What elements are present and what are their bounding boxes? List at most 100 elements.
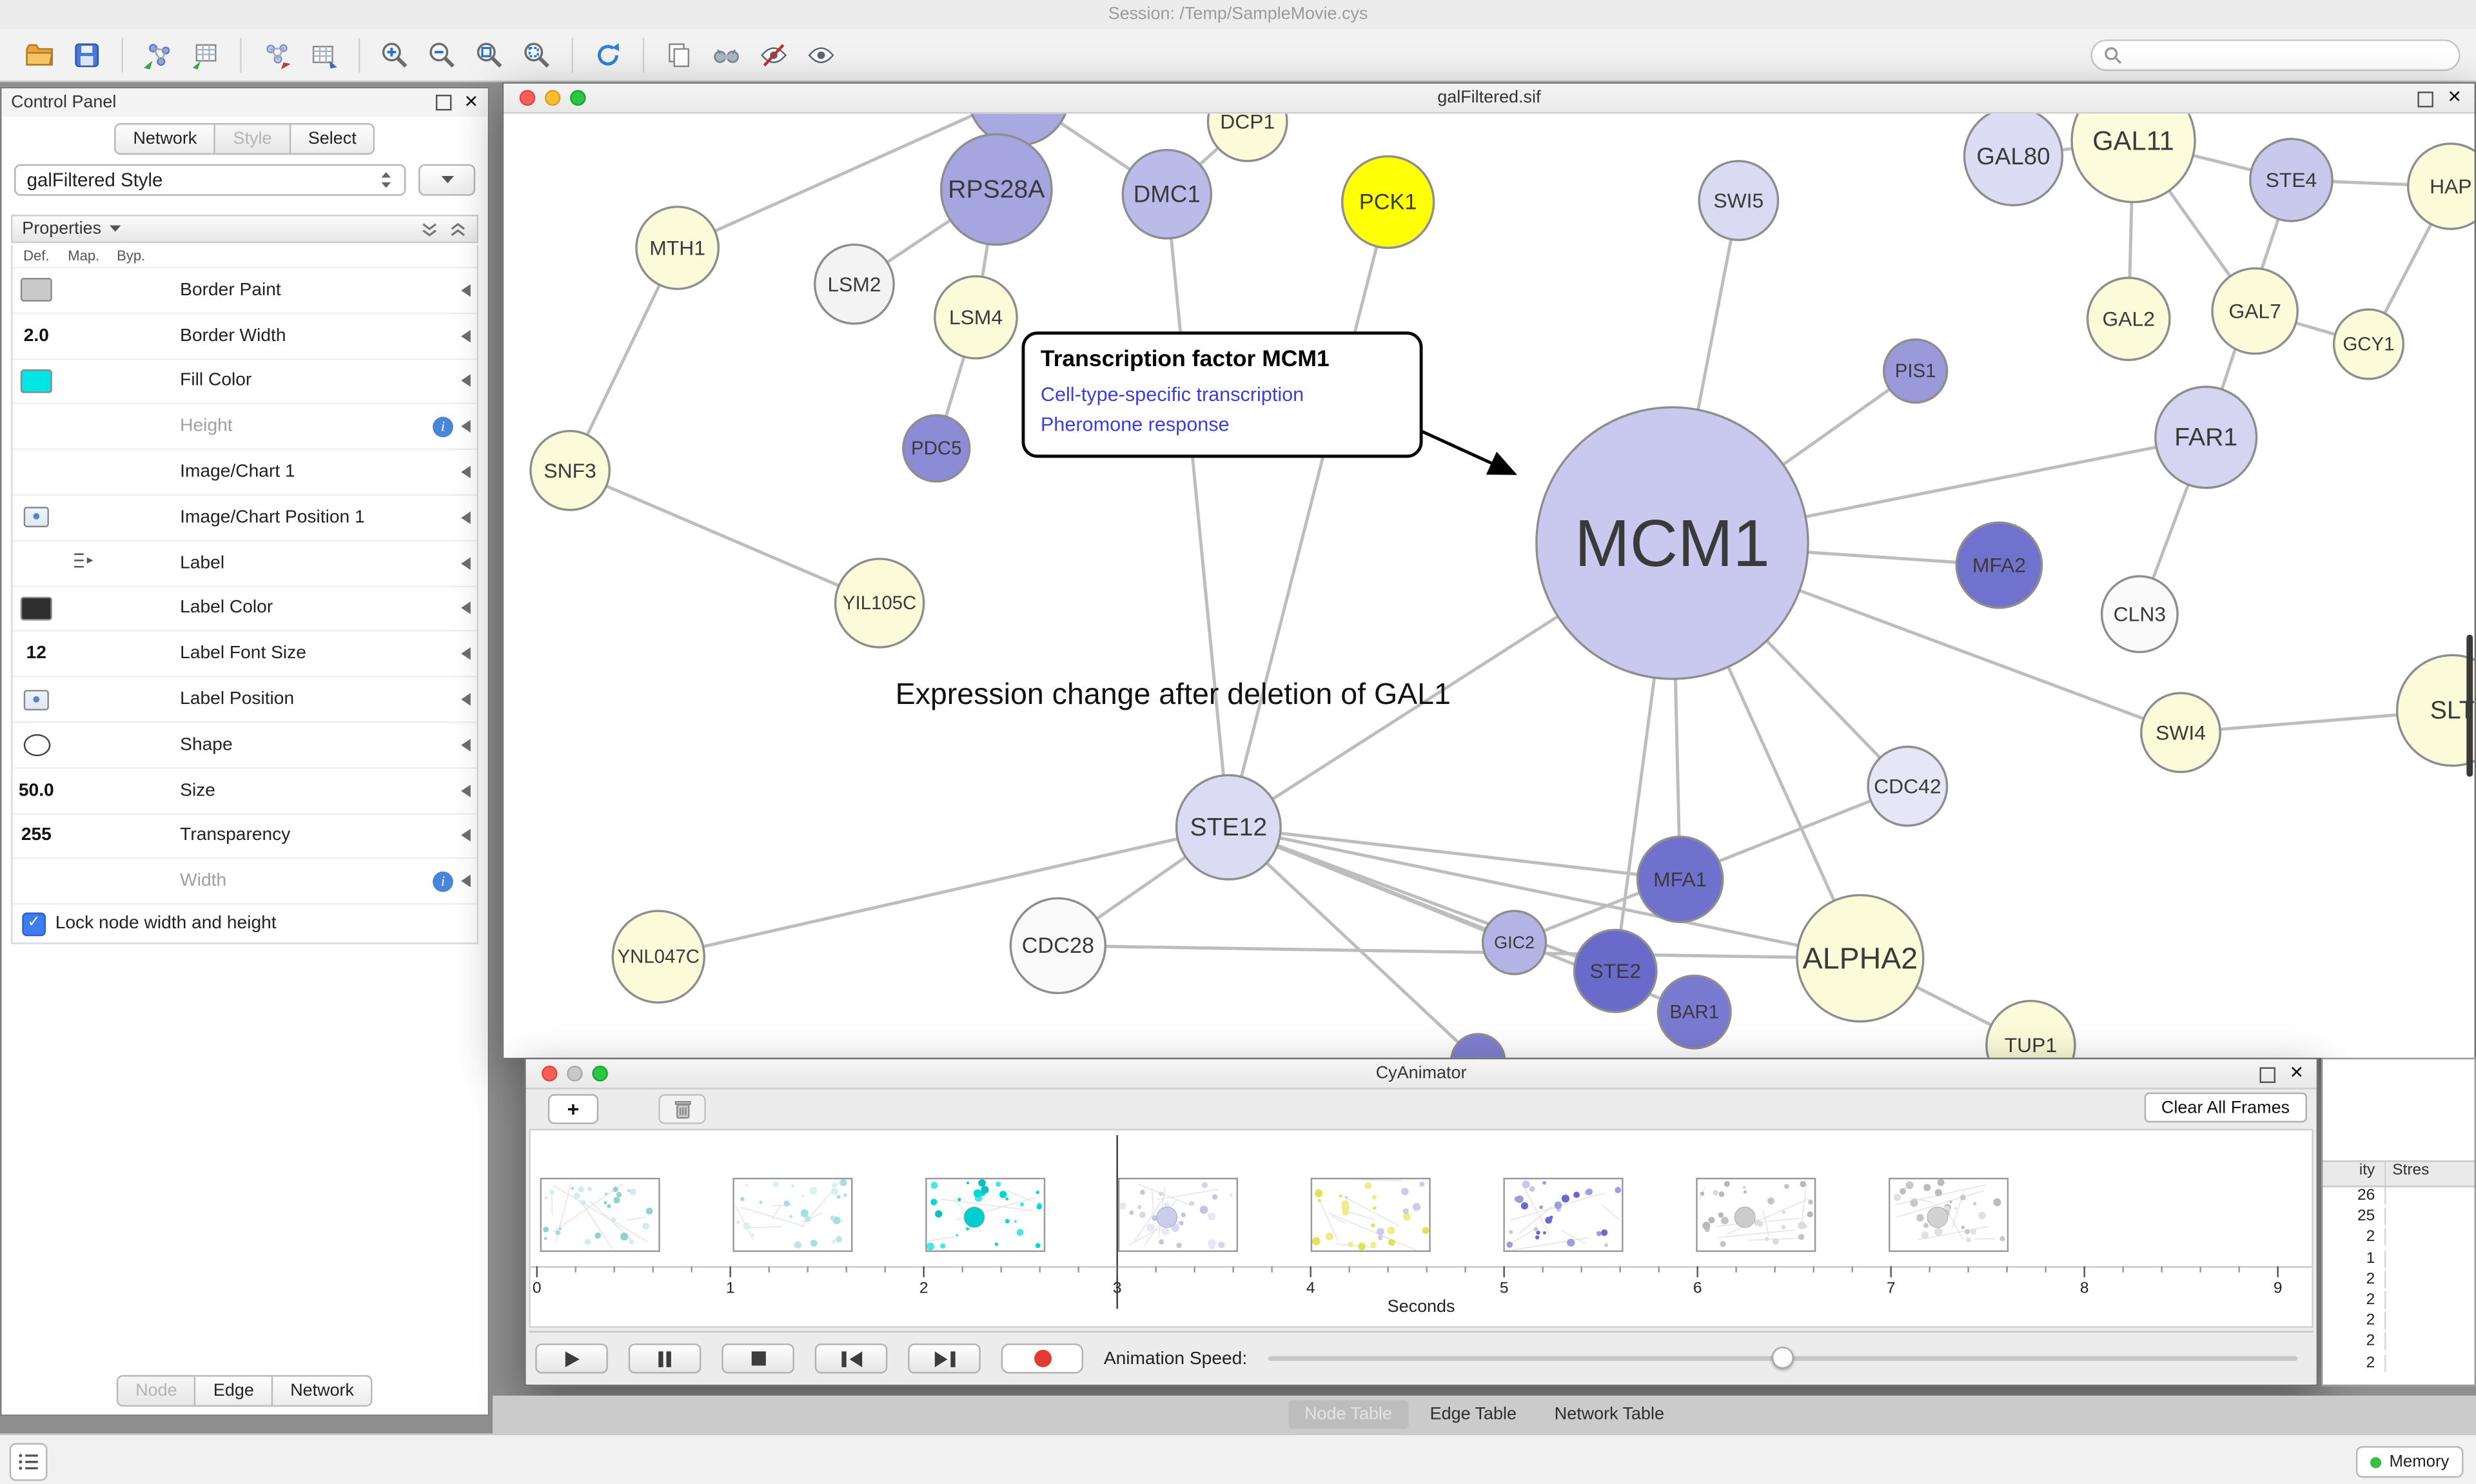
default-value-cell[interactable] — [13, 369, 60, 393]
table-row[interactable]: 2 — [2323, 1311, 2474, 1331]
zoom-selected-button[interactable] — [513, 32, 560, 77]
snapshot-button[interactable] — [655, 32, 702, 77]
frame-thumbnail-7[interactable] — [1888, 1177, 2009, 1253]
mapping-cell[interactable] — [60, 549, 107, 577]
float-window-icon[interactable] — [435, 94, 451, 111]
node-STE12[interactable] — [1175, 774, 1282, 881]
node-MTH1[interactable] — [635, 206, 720, 290]
expand-arrow-icon[interactable] — [461, 465, 471, 479]
properties-header[interactable]: Properties — [11, 215, 479, 244]
annotation-link[interactable]: Pheromone response — [1040, 413, 1230, 436]
node-LSM2[interactable] — [813, 243, 895, 325]
style-options-button[interactable] — [418, 164, 476, 196]
property-row[interactable]: Border Paint — [12, 266, 477, 313]
zoom-out-button[interactable] — [418, 32, 466, 77]
style-dropdown[interactable]: galFiltered Style — [14, 164, 406, 196]
refresh-view-button[interactable] — [584, 32, 631, 77]
node-MFA2[interactable] — [1955, 521, 2043, 609]
panel-tab-node[interactable]: Node — [116, 1375, 196, 1407]
expand-arrow-icon[interactable] — [461, 829, 471, 843]
search-input[interactable] — [2122, 43, 2448, 66]
node-CDC42[interactable] — [1867, 745, 1949, 827]
pause-button[interactable] — [628, 1343, 702, 1374]
network-window-titlebar[interactable]: galFiltered.sif ✕ — [504, 83, 2475, 114]
memory-button[interactable]: Memory — [2356, 1446, 2464, 1478]
expand-arrow-icon[interactable] — [461, 556, 471, 570]
node-SWI5[interactable] — [1698, 160, 1780, 241]
frame-thumbnail-6[interactable] — [1696, 1177, 1816, 1253]
import-table-button[interactable] — [182, 32, 229, 77]
node-LSM4[interactable] — [934, 275, 1018, 360]
property-row[interactable]: Shape — [12, 721, 477, 767]
expand-arrow-icon[interactable] — [461, 784, 471, 797]
table-row[interactable]: 2 — [2323, 1269, 2474, 1289]
panel-tab-network[interactable]: Network — [273, 1375, 373, 1407]
cyanimator-titlebar[interactable]: CyAnimator ✕ — [526, 1059, 2317, 1089]
node-TUP1[interactable] — [1985, 999, 2076, 1058]
node-STE4[interactable] — [2249, 137, 2334, 222]
default-value-cell[interactable]: 255 — [21, 826, 52, 846]
property-row[interactable]: Label Position — [12, 676, 477, 722]
frame-thumbnail-1[interactable] — [732, 1177, 853, 1253]
default-value-cell[interactable] — [13, 734, 60, 756]
clear-all-frames-button[interactable]: Clear All Frames — [2143, 1092, 2307, 1123]
float-window-icon[interactable] — [2417, 90, 2433, 107]
default-value-cell[interactable] — [13, 689, 60, 710]
property-row[interactable]: Fill Color — [12, 357, 477, 404]
expand-arrow-icon[interactable] — [461, 375, 471, 388]
node-GCY1[interactable] — [2332, 308, 2405, 380]
node-SNF3[interactable] — [529, 429, 611, 511]
close-icon[interactable]: ✕ — [2289, 1064, 2304, 1084]
tab-style[interactable]: Style — [215, 123, 291, 155]
node-MFA1[interactable] — [1636, 835, 1724, 923]
zoom-traffic-light[interactable] — [592, 1066, 608, 1082]
property-row[interactable]: Image/Chart Position 1 — [12, 494, 477, 540]
table-row[interactable]: 2 — [2323, 1331, 2474, 1352]
tab-edge-table[interactable]: Edge Table — [1430, 1405, 1517, 1424]
expand-arrow-icon[interactable] — [461, 875, 471, 888]
zoom-in-button[interactable] — [371, 32, 418, 77]
node-BAR1[interactable] — [1656, 974, 1732, 1050]
default-value-cell[interactable] — [13, 507, 60, 528]
expand-arrow-icon[interactable] — [461, 693, 471, 706]
property-row[interactable]: Label — [12, 540, 477, 585]
property-row[interactable]: Image/Chart 1 — [12, 448, 477, 494]
table-column-header[interactable]: ity — [2323, 1162, 2386, 1186]
play-button[interactable] — [535, 1343, 608, 1374]
default-value-cell[interactable]: 50.0 — [18, 781, 54, 800]
node-CDC28[interactable] — [1009, 897, 1107, 995]
frame-thumbnail-5[interactable] — [1503, 1177, 1624, 1253]
close-icon[interactable]: ✕ — [464, 92, 479, 112]
node-GIC2[interactable] — [1481, 910, 1548, 975]
node-DCP1[interactable] — [1206, 113, 1288, 162]
collapse-all-icon[interactable] — [420, 220, 438, 238]
node-SLT2[interactable] — [2395, 654, 2475, 767]
node-ALPHA2[interactable] — [1796, 893, 1925, 1023]
delete-frame-button[interactable] — [658, 1094, 706, 1124]
animation-speed-slider[interactable] — [1268, 1343, 2298, 1374]
zoom-traffic-light[interactable] — [570, 90, 586, 106]
scrollbar-thumb[interactable] — [2466, 634, 2473, 777]
open-session-button[interactable] — [15, 32, 63, 77]
minimize-traffic-light[interactable] — [544, 90, 561, 106]
slider-thumb[interactable] — [1772, 1346, 1794, 1369]
panel-tab-edge[interactable]: Edge — [195, 1375, 273, 1407]
skip-to-end-button[interactable] — [908, 1343, 981, 1374]
node-HAP4[interactable] — [2407, 142, 2475, 230]
export-table-button[interactable] — [300, 32, 347, 77]
table-row[interactable]: 26 — [2323, 1186, 2474, 1206]
node-DMC1[interactable] — [1121, 148, 1213, 240]
expand-arrow-icon[interactable] — [461, 420, 471, 433]
expand-arrow-icon[interactable] — [461, 284, 471, 297]
node-GAL2[interactable] — [2086, 277, 2171, 362]
property-row[interactable]: Label Color — [12, 585, 477, 631]
node-SST2[interactable] — [1450, 1033, 1506, 1058]
expand-arrow-icon[interactable] — [461, 329, 471, 342]
tab-network[interactable]: Network — [114, 123, 216, 155]
